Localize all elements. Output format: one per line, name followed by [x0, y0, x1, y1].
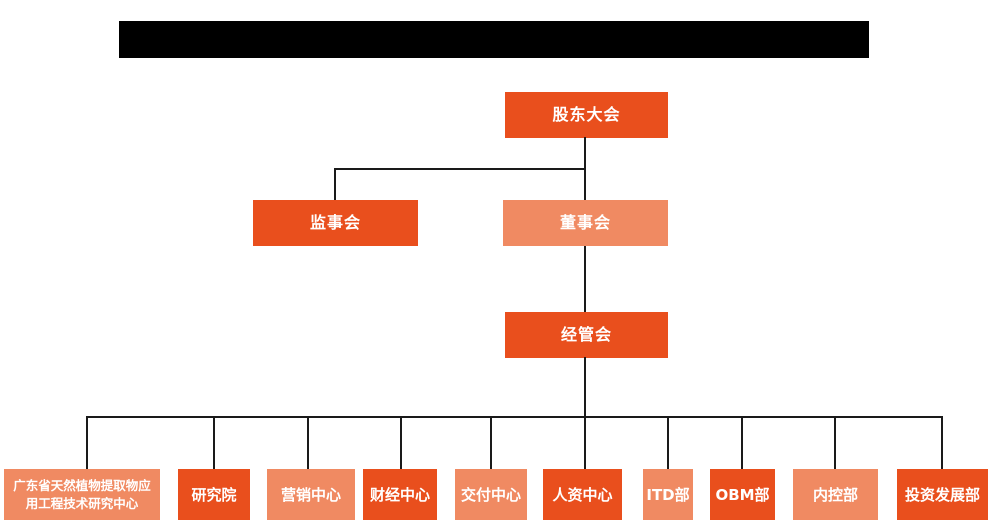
connector-line	[667, 416, 669, 469]
connector-line	[741, 416, 743, 469]
connector-line	[584, 357, 586, 418]
connector-line	[834, 416, 836, 469]
org-node-marketing-center: 营销中心	[267, 469, 355, 520]
connector-line	[334, 168, 586, 170]
connector-line	[86, 416, 943, 418]
connector-line	[584, 416, 586, 469]
connector-line	[307, 416, 309, 469]
connector-line	[334, 168, 336, 200]
org-node-itd-department: ITD部	[643, 469, 693, 520]
org-node-supervisory-board: 监事会	[253, 200, 418, 246]
redacted-title-bar	[119, 21, 869, 58]
org-node-hr-center: 人资中心	[543, 469, 622, 520]
connector-line	[400, 416, 402, 469]
connector-line	[941, 416, 943, 469]
org-node-investment-development-department: 投资发展部	[897, 469, 988, 520]
org-node-research-institute: 研究院	[178, 469, 250, 520]
org-node-delivery-center: 交付中心	[455, 469, 527, 520]
org-node-obm-department: OBM部	[710, 469, 775, 520]
connector-line	[584, 246, 586, 312]
connector-line	[490, 416, 492, 469]
org-node-internal-control-department: 内控部	[793, 469, 878, 520]
org-node-management-committee: 经管会	[505, 312, 668, 358]
connector-line	[86, 416, 88, 469]
connector-line	[213, 416, 215, 469]
org-node-board-of-directors: 董事会	[503, 200, 668, 246]
org-node-research-center: 广东省天然植物提取物应用工程技术研究中心	[4, 469, 160, 520]
org-node-finance-center: 财经中心	[363, 469, 437, 520]
org-node-shareholders-meeting: 股东大会	[505, 92, 668, 138]
